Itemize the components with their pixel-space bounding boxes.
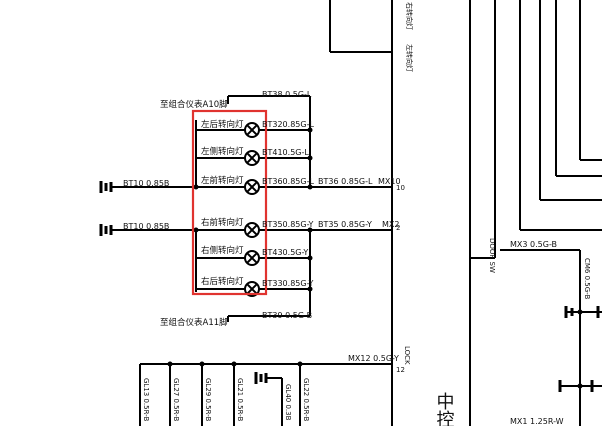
ground-symbol-left-1 [99,181,113,193]
bottom-wire-3: GL29 0.5R-B [204,378,212,421]
top-right-label-1: 右转向灯 [405,2,414,30]
cluster-a10-label: 至组合仪表A10脚 [160,99,228,110]
wire-bt35: BT35 0.85G-Y [318,220,372,229]
bottom-wire-2: GL27 0.5R-B [172,378,180,421]
pin-12: 12 [396,366,405,374]
lamp-wire-5: BT430.5G-Y [262,248,308,257]
lamp-label-1: 左后转向灯 [201,119,244,130]
lamp-label-6: 右后转向灯 [201,276,244,287]
bottom-bus [139,361,392,426]
lamp-wire-2: BT410.5G-L [262,148,309,157]
lamp-wire-6: BT330.85G-Y [262,279,314,288]
lamp-symbol-1 [244,122,260,138]
bottom-wire-5: GL40 0.3B [284,384,292,421]
bottom-wire-6: GL22 0.5R-B [302,378,310,421]
central-lock-title: 中控锁 [434,392,455,426]
lamp-symbol-2 [244,150,260,166]
wire-mx10: MX10 [378,177,401,186]
door-sw-label: DOOR SW [488,238,496,273]
lamp-label-3: 左前转向灯 [201,175,244,186]
right-wiring [500,249,602,426]
ground-symbol-left-2 [99,224,113,236]
lock-label: LOCK [403,346,411,365]
bottom-wire-1: GL13 0.5R-B [142,378,150,421]
lamp-label-2: 左侧转向灯 [201,146,244,157]
lamp-label-5: 右侧转向灯 [201,245,244,256]
lamp-symbol-5 [244,250,260,266]
wire-mx3: MX3 0.5G-B [510,240,557,249]
top-wiring [329,0,602,426]
bottom-wire-4: GL21 0.5R-B [236,378,244,421]
wire-gnd-1: BT10 0.85B [123,179,169,188]
lamp-wire-3: BT360.85G-L [262,177,314,186]
wire-bt38: BT38 0.5G-L [262,90,312,99]
lamp-label-4: 右前转向灯 [201,217,244,228]
wire-mx12: MX12 0.5G-Y [348,354,399,363]
lamp-symbol-3 [244,179,260,195]
wire-bt36: BT36 0.85G-L [318,177,373,186]
highlight-box [191,109,268,296]
pin-10: 10 [396,184,405,192]
lamp-wire-4: BT350.85G-Y [262,220,314,229]
top-right-label-2: 左转向灯 [405,44,414,72]
lamp-symbol-6 [244,281,260,297]
lamp-symbol-4 [244,222,260,238]
lamp-bus [112,95,392,322]
wire-cm6: CM6 0.5G-B [583,258,591,299]
pin-2: 2 [396,224,400,232]
lamp-wire-1: BT320.85G-L [262,120,314,129]
wire-mx-bottom: MX1 1.25R-W [510,417,564,426]
wire-bt39: BT39 0.5G-B [262,311,312,320]
wire-gnd-2: BT10 0.85B [123,222,169,231]
cluster-a11-label: 至组合仪表A11脚 [160,317,228,328]
wire-mx2: MX2 [382,220,399,229]
